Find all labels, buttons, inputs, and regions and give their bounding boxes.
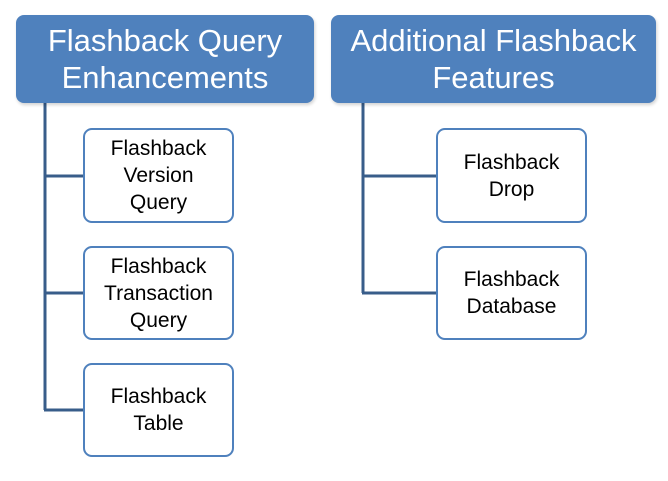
node-flashback-version-query: Flashback Version Query <box>83 128 234 223</box>
node-flashback-database: Flashback Database <box>436 246 587 340</box>
group-header-flashback-query-enhancements: Flashback Query Enhancements <box>16 15 314 103</box>
node-flashback-table: Flashback Table <box>83 363 234 457</box>
node-flashback-drop: Flashback Drop <box>436 128 587 223</box>
group-header-additional-flashback-features: Additional Flashback Features <box>331 15 656 103</box>
node-flashback-transaction-query: Flashback Transaction Query <box>83 246 234 340</box>
